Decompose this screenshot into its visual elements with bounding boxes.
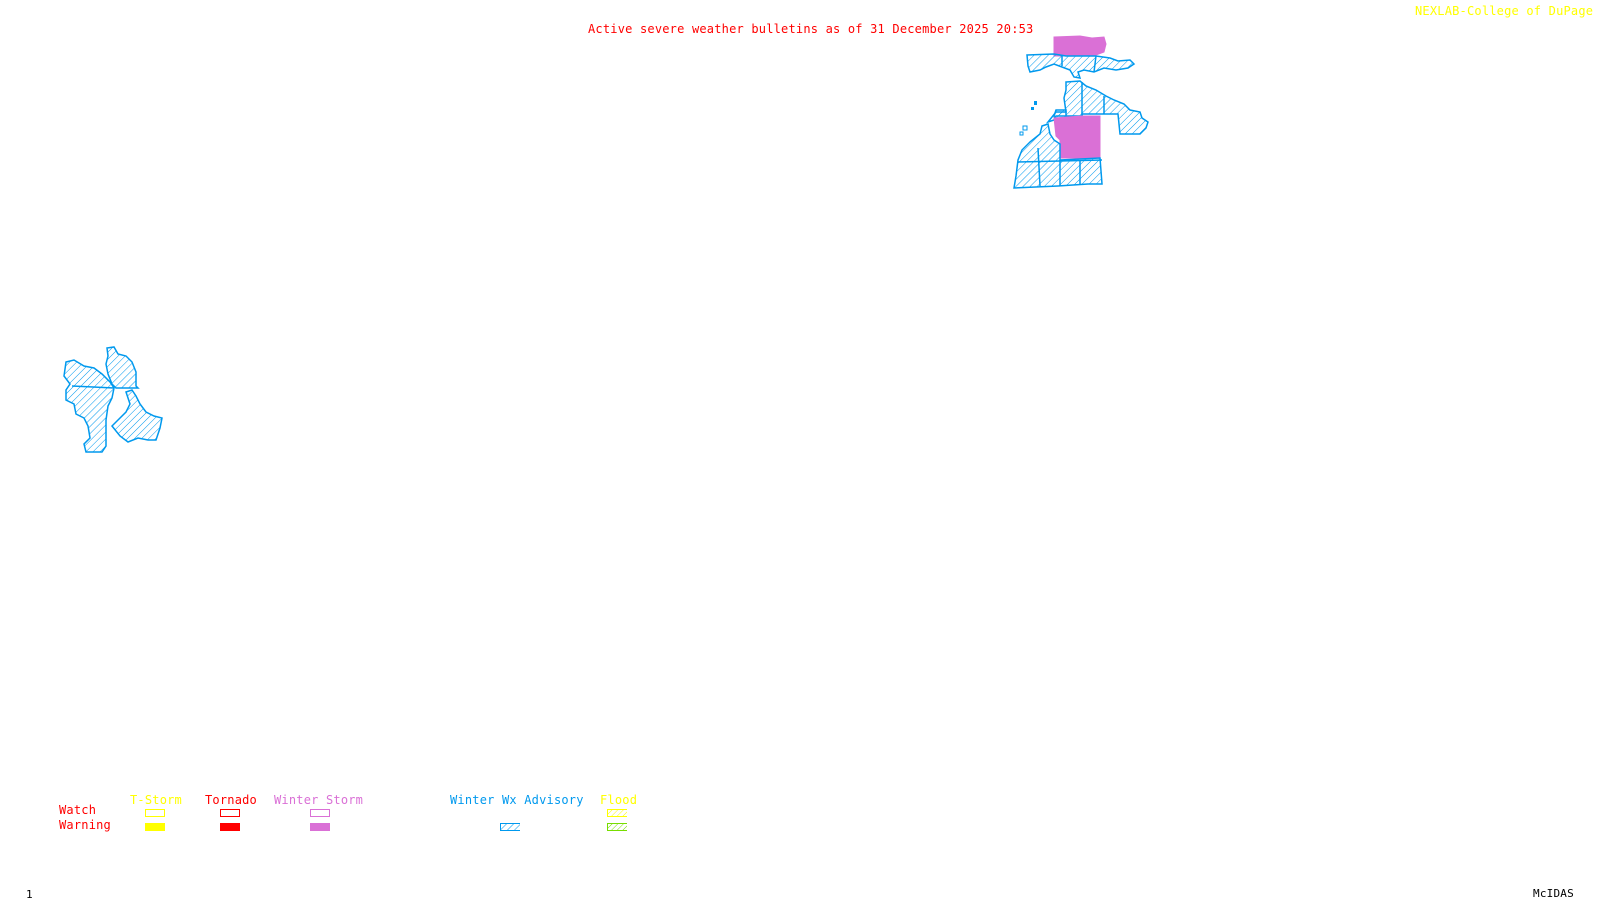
legend-col-winter-storm: Winter Storm — [274, 793, 364, 807]
county-border — [1037, 147, 1041, 187]
credit-text: NEXLAB-College of DuPage — [1415, 4, 1594, 18]
frame-number: 1 — [26, 888, 33, 901]
island — [1019, 131, 1024, 136]
legend-col-winter-wx-advisory: Winter Wx Advisory — [450, 793, 584, 807]
swatch-winter-storm-watch — [310, 809, 330, 817]
swatch-tstorm-watch — [145, 809, 165, 817]
legend-col-flood: Flood — [600, 793, 638, 807]
page-title: Active severe weather bulletins as of 31… — [588, 22, 1034, 36]
credit-label: NEXLAB-College of DuPage ◹ — [1415, 5, 1600, 18]
legend-col-tstorm: T-Storm — [130, 793, 182, 807]
swatch-tstorm-warning — [145, 823, 165, 831]
island — [1031, 107, 1034, 110]
winter-storm-warning-northern-lower-mi[interactable] — [1053, 115, 1101, 159]
swatch-winter-wx-advisory — [500, 823, 520, 831]
winter-wx-advisory-west-main[interactable] — [63, 359, 115, 453]
michigan-region-group — [1013, 35, 1149, 189]
winter-wx-advisory-upper-peninsula[interactable] — [1026, 53, 1136, 79]
island — [1034, 101, 1037, 105]
winter-wx-advisory-west-east[interactable] — [110, 389, 163, 443]
swatch-flood-watch — [607, 809, 627, 817]
swatch-flood-warning — [607, 823, 627, 831]
county-border — [1093, 55, 1097, 73]
swatch-tornado-warning — [220, 823, 240, 831]
western-region-group — [63, 346, 163, 453]
swatch-winter-storm-warning — [310, 823, 330, 831]
county-border — [71, 385, 115, 389]
swatch-tornado-watch — [220, 809, 240, 817]
winter-wx-advisory-west-north[interactable] — [105, 346, 140, 389]
island — [1022, 125, 1028, 131]
legend-row-watch: Watch — [59, 803, 97, 817]
software-label: McIDAS — [1533, 887, 1574, 900]
legend-col-tornado: Tornado — [205, 793, 257, 807]
winter-storm-warning-upper-peninsula[interactable] — [1053, 35, 1107, 57]
legend-row-warning: Warning — [59, 818, 111, 832]
